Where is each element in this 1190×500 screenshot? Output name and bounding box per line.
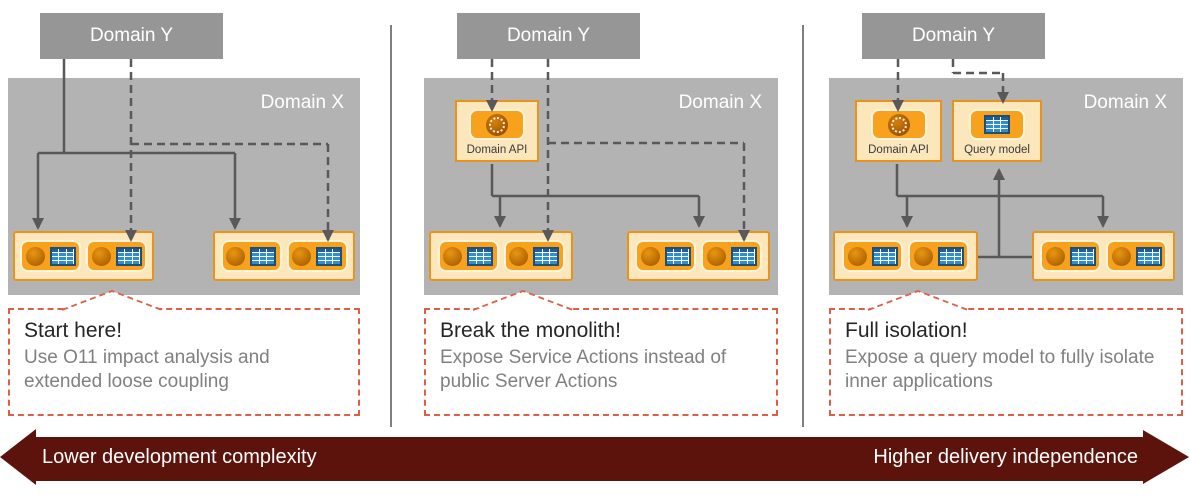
caption-title: Break the monolith!	[440, 319, 621, 342]
panel1-domain-x-label: Domain X	[260, 92, 344, 113]
entity-table-icon	[533, 246, 559, 266]
right-banner-arrow	[578, 430, 1189, 484]
module-icon	[286, 240, 348, 272]
sphere-icon	[847, 246, 867, 266]
query-model-icon-tile	[969, 109, 1025, 140]
panel2-domain-y-box: Domain Y	[457, 13, 640, 59]
module-icon	[635, 240, 696, 272]
panel2-domain-api-box: Domain API	[455, 100, 539, 162]
entity-table-icon	[984, 115, 1010, 134]
panel3-domain-x-label: Domain X	[1083, 92, 1167, 113]
caption-body: Expose Service Actions instead of public…	[440, 347, 737, 392]
panel1-domain-x-box: Domain X	[8, 78, 360, 295]
domain-api-label: Domain API	[868, 144, 929, 156]
panel1-domain-y-label: Domain Y	[89, 25, 174, 46]
module-icon	[437, 240, 499, 272]
service-action-icon-tile	[469, 109, 525, 140]
banner-label-right: Higher delivery independence	[873, 446, 1138, 468]
module-icon	[908, 240, 969, 272]
sphere-icon	[25, 246, 45, 266]
panel3-domain-api-box: Domain API	[855, 100, 942, 162]
sphere-icon	[706, 246, 726, 266]
module-icon	[220, 240, 282, 272]
panel3-caption-callout: Full isolation! Expose a query model to …	[829, 308, 1183, 416]
panel2-domain-x-label: Domain X	[678, 92, 762, 113]
service-action-icon	[486, 113, 508, 136]
service-action-icon	[887, 113, 910, 136]
panel3-domain-y-box: Domain Y	[862, 13, 1045, 59]
entity-table-icon	[49, 246, 76, 266]
panel3-query-model-box: Query model	[952, 100, 1042, 162]
entity-table-icon	[1069, 246, 1096, 266]
panel2-app-container-1	[429, 231, 573, 281]
panel2-domain-x-box: Domain X Domain API	[424, 78, 778, 295]
panel3-app-container-1	[833, 231, 978, 281]
entity-table-icon	[467, 246, 493, 266]
panel2-caption-callout: Break the monolith! Expose Service Actio…	[424, 308, 778, 416]
module-icon	[20, 240, 81, 272]
sphere-icon	[1045, 246, 1065, 266]
panel2-app-container-2	[627, 231, 770, 281]
entity-table-icon	[316, 246, 342, 266]
sphere-icon	[443, 246, 462, 266]
sphere-icon	[913, 246, 933, 266]
caption-title: Start here!	[24, 319, 123, 342]
banner-label-left: Lower development complexity	[42, 446, 317, 468]
panel1-app-container-2	[213, 231, 355, 281]
entity-table-icon	[871, 246, 898, 266]
panel1-domain-y-box: Domain Y	[40, 13, 223, 59]
module-icon	[1040, 240, 1101, 272]
module-icon	[503, 240, 565, 272]
module-icon	[842, 240, 903, 272]
module-icon	[1106, 240, 1167, 272]
sphere-icon	[292, 246, 311, 266]
sphere-icon	[1111, 246, 1131, 266]
module-icon	[701, 240, 762, 272]
domain-api-label: Domain API	[466, 144, 528, 156]
module-icon	[86, 240, 147, 272]
sphere-icon	[226, 246, 245, 266]
panel3-app-container-2	[1032, 231, 1175, 281]
panel1-caption-callout: Start here! Use O11 impact analysis and …	[8, 308, 360, 416]
caption-title: Full isolation!	[845, 319, 968, 342]
entity-table-icon	[937, 246, 964, 266]
panel3-domain-x-box: Domain X Domain API Query model	[829, 78, 1183, 295]
entity-table-icon	[250, 246, 276, 266]
entity-table-icon	[664, 246, 691, 266]
panel2-domain-y-label: Domain Y	[506, 25, 591, 46]
panel3-domain-y-label: Domain Y	[911, 25, 996, 46]
entity-table-icon	[1135, 246, 1162, 266]
caption-body: Use O11 impact analysis and extended loo…	[24, 347, 275, 392]
panel1-app-container-1	[13, 231, 154, 281]
left-banner-arrow	[0, 429, 612, 485]
caption-body: Expose a query model to fully isolate in…	[845, 347, 1160, 392]
entity-table-icon	[730, 246, 757, 266]
service-action-icon-tile	[870, 109, 927, 140]
sphere-icon	[640, 246, 660, 266]
sphere-icon	[509, 246, 528, 266]
entity-table-icon	[115, 246, 142, 266]
sphere-icon	[91, 246, 111, 266]
query-model-label: Query model	[964, 144, 1030, 156]
